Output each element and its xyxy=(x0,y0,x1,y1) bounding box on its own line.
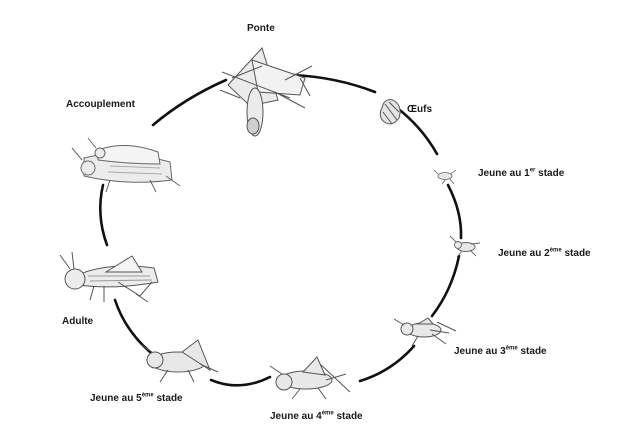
cycle-arc-9 xyxy=(151,78,228,127)
mating-grasshoppers-icon xyxy=(71,137,181,193)
cycle-arc-6 xyxy=(209,375,272,387)
cycle-arc-5 xyxy=(358,344,416,383)
label-ponte: Ponte xyxy=(247,23,275,34)
adult-grasshopper-icon xyxy=(59,251,159,303)
label-stade-5-sup: ème xyxy=(141,392,154,399)
label-stade-2: Jeune au 2ème stade xyxy=(498,248,591,260)
cycle-arc-7 xyxy=(113,298,152,354)
label-stade-2-text: Jeune au 2 xyxy=(498,248,550,259)
cycle-arc-8 xyxy=(98,183,109,247)
label-accouplement: Accouplement xyxy=(66,99,135,110)
egg-pod-icon xyxy=(379,99,401,125)
nymph-stage-3-icon xyxy=(393,317,457,347)
label-stade-3-text: Jeune au 3 xyxy=(454,346,506,357)
label-stade-5: Jeune au 5ème stade xyxy=(90,393,183,405)
cycle-arc-1 xyxy=(291,73,377,94)
label-oeufs: Œufs xyxy=(407,104,432,115)
nymph-stage-4-icon xyxy=(269,356,351,400)
label-stade-4: Jeune au 4ème stade xyxy=(270,411,363,423)
nymph-stage-5-icon xyxy=(139,339,219,383)
label-stade-1-sup: er xyxy=(529,167,536,174)
label-stade-4-tail: stade xyxy=(333,411,363,422)
label-stade-4-text: Jeune au 4 xyxy=(270,411,322,422)
label-adulte: Adulte xyxy=(62,316,94,327)
egg-laying-grasshopper-icon xyxy=(219,47,313,137)
label-stade-5-tail: stade xyxy=(153,393,183,404)
label-stade-4-sup: ème xyxy=(321,410,334,417)
label-stade-1-tail: stade xyxy=(535,168,565,179)
label-stade-3-sup: ème xyxy=(505,345,518,352)
cycle-arc-3 xyxy=(446,183,463,240)
nymph-stage-2-icon xyxy=(449,235,481,258)
label-stade-2-tail: stade xyxy=(561,248,591,259)
nymph-stage-1-icon xyxy=(433,169,457,185)
label-stade-2-sup: ème xyxy=(549,247,562,254)
label-stade-5-text: Jeune au 5 xyxy=(90,393,142,404)
cycle-ring xyxy=(98,73,463,387)
cycle-arc-4 xyxy=(430,254,461,318)
label-stade-3-tail: stade xyxy=(517,346,547,357)
label-stade-1: Jeune au 1er stade xyxy=(478,168,564,180)
label-stade-3: Jeune au 3ème stade xyxy=(454,346,547,358)
label-stade-1-text: Jeune au 1 xyxy=(478,168,530,179)
